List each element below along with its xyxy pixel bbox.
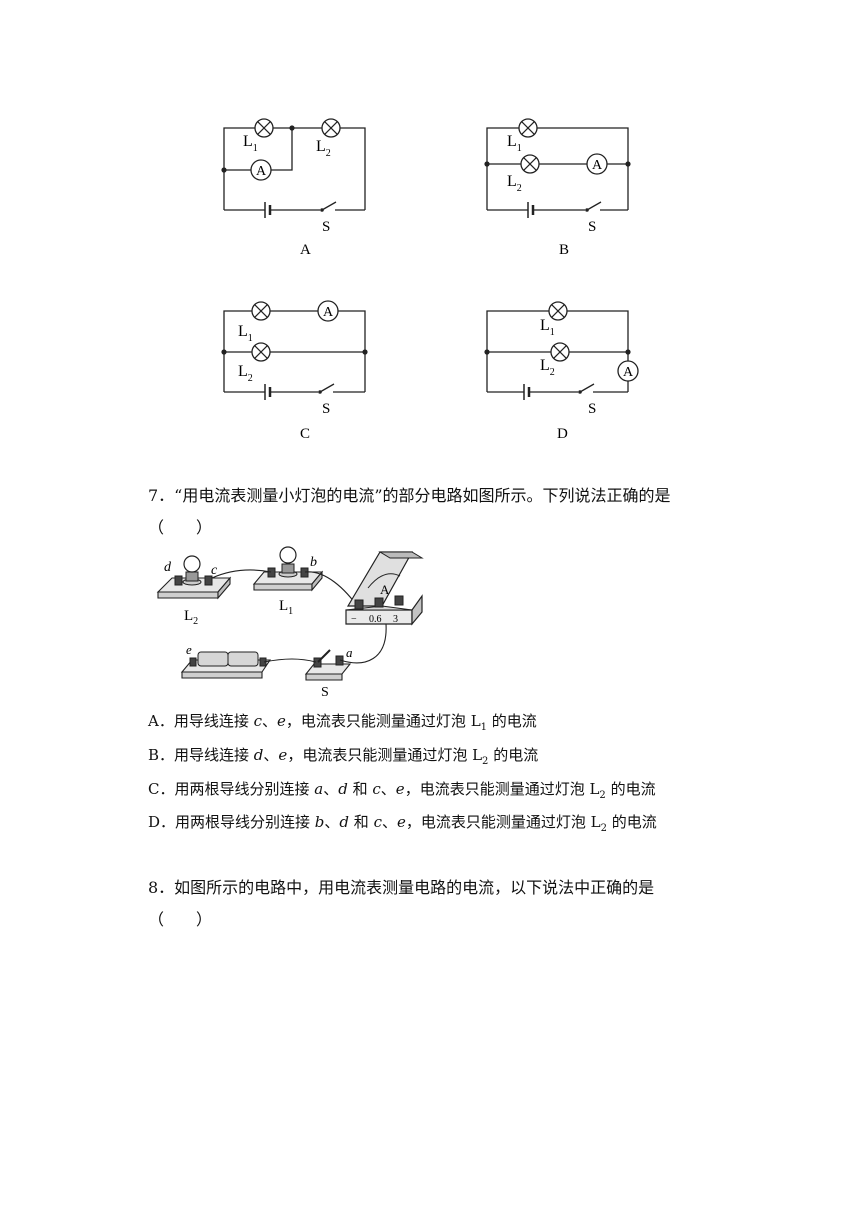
svg-text:A: A: [592, 158, 603, 173]
terminal-minus-label: −: [351, 614, 357, 625]
label-l1: L1: [507, 133, 522, 154]
terminal-b-label: b: [310, 555, 317, 570]
lamp-icon: [251, 342, 271, 362]
lamp-icon: [321, 118, 341, 138]
ammeter-icon: A: [586, 153, 608, 175]
circuit-diagrams: A L1 L2 S A A L1 L2 S B: [221, 118, 639, 442]
terminal-e-label: e: [186, 642, 192, 657]
label-l1: L1: [238, 323, 253, 344]
terminal-06-label: 0.6: [369, 614, 382, 625]
label-l1: L1: [243, 133, 258, 154]
svg-text:A: A: [623, 365, 634, 380]
option-c[interactable]: C．用两根导线分别连接 a、d 和 c、e，电流表只能测量通过灯泡 L2 的电流: [148, 780, 656, 801]
bulb-icon: [183, 555, 201, 573]
terminal-3-label: 3: [393, 614, 398, 625]
question-7-stem: 7．“用电流表测量小灯泡的电流”的部分电路如图所示。下列说法正确的是: [148, 486, 671, 505]
battery-board: [180, 651, 272, 679]
option-d[interactable]: D．用两根导线分别连接 b、d 和 c、e，电流表只能测量通过灯泡 L2 的电流: [148, 813, 657, 834]
lamp-icon: [520, 154, 540, 174]
terminal-d-label: d: [164, 560, 172, 575]
switch-board: [304, 649, 352, 681]
label-l2: L2: [507, 173, 522, 194]
ammeter-icon: A: [317, 300, 339, 322]
diagram-letter: D: [557, 426, 568, 442]
terminal-a-label: a: [346, 645, 353, 660]
ammeter-icon: [345, 551, 424, 626]
label-l1: L1: [540, 317, 555, 338]
label-switch: S: [321, 685, 329, 700]
lamp-icon: [254, 118, 274, 138]
lamp-icon: [518, 118, 538, 138]
option-a[interactable]: A．用导线连接 c、e，电流表只能测量通过灯泡 L1 的电流: [148, 712, 537, 733]
label-l2: L2: [184, 608, 198, 627]
label-switch: S: [588, 219, 596, 235]
ammeter-icon: A: [250, 159, 272, 181]
label-l2: L2: [540, 357, 555, 378]
question-7-figure: d c L2 b L1 A − 0.6 3 e: [156, 546, 424, 700]
ammeter-icon: A: [617, 360, 639, 382]
circuit-c: A L1 L2 S C: [221, 300, 368, 442]
ammeter-label: A: [380, 582, 390, 597]
svg-text:A: A: [256, 164, 267, 179]
lamp-icon: [550, 342, 570, 362]
diagram-letter: A: [300, 242, 311, 258]
question-8-answer-blank: （ ）: [148, 910, 213, 929]
label-switch: S: [322, 401, 330, 417]
diagram-letter: C: [300, 426, 310, 442]
question-7-answer-blank: （ ）: [148, 518, 213, 537]
circuit-d: A L1 L2 S D: [484, 301, 639, 442]
battery-cell: [227, 651, 259, 667]
label-l2: L2: [316, 138, 331, 159]
question-8-stem: 8．如图所示的电路中，用电流表测量电路的电流，以下说法中正确的是: [148, 878, 655, 897]
label-l2: L2: [238, 363, 253, 384]
option-b[interactable]: B．用导线连接 d、e，电流表只能测量通过灯泡 L2 的电流: [148, 746, 539, 767]
label-switch: S: [322, 219, 330, 235]
svg-text:A: A: [323, 305, 334, 320]
battery-cell: [197, 651, 229, 667]
lamp-board-l2: [156, 555, 232, 600]
diagram-letter: B: [559, 242, 569, 258]
bulb-icon: [279, 546, 297, 564]
label-switch: S: [588, 401, 596, 417]
circuit-a: A L1 L2 S A: [221, 118, 366, 258]
lamp-board-l1: [252, 546, 324, 592]
label-l1: L1: [279, 598, 293, 617]
circuit-b: A L1 L2 S B: [484, 118, 631, 258]
lamp-icon: [548, 301, 568, 321]
lamp-icon: [251, 301, 271, 321]
terminal-c-label: c: [211, 563, 218, 578]
